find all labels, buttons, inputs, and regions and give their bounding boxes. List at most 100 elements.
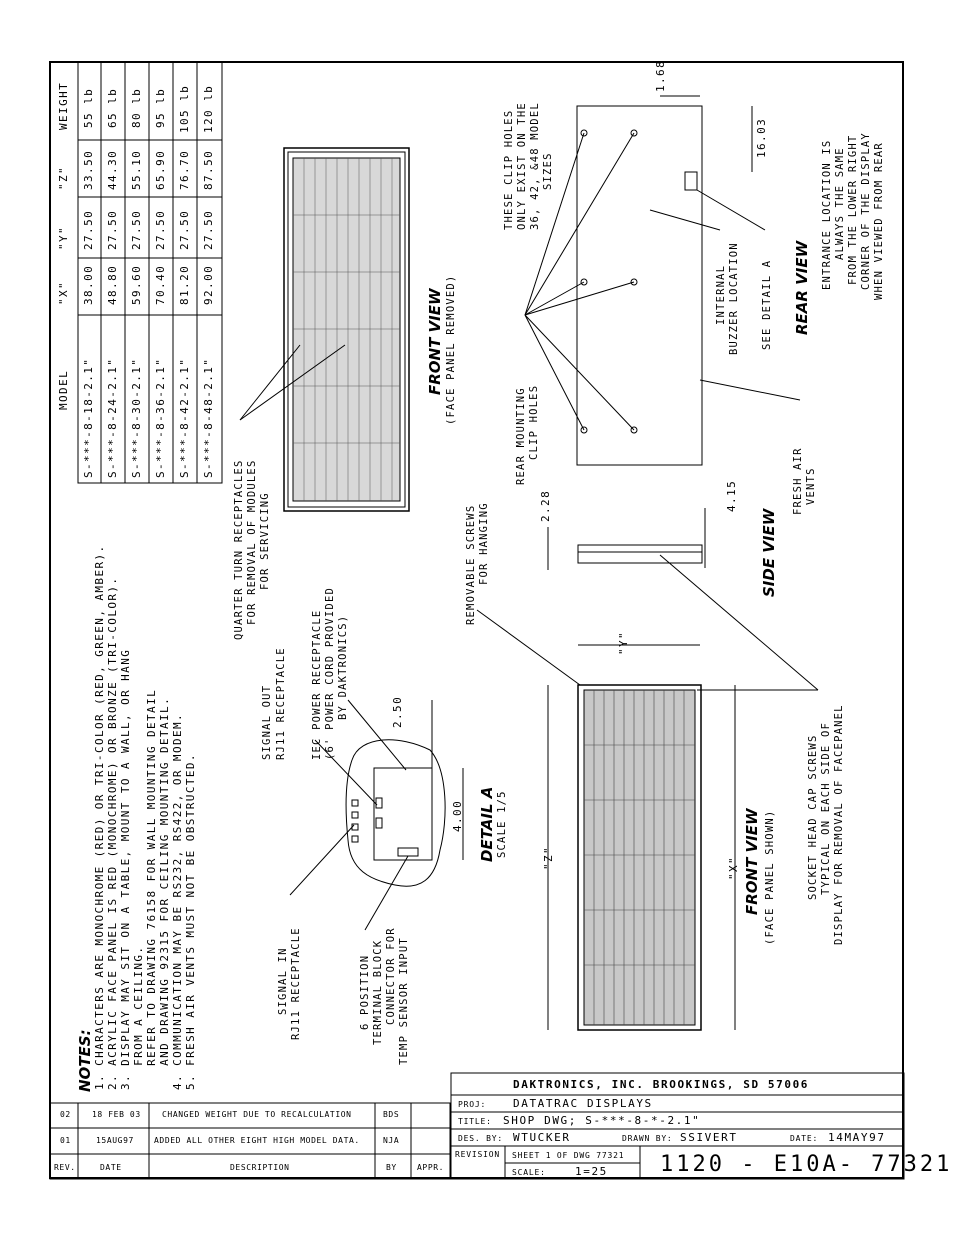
detail-a-outline xyxy=(345,739,446,887)
scale-value: 1=25 xyxy=(575,1165,608,1178)
table-cell: S-***-8-24-2.1" xyxy=(106,357,119,478)
detail-a-title: DETAIL A xyxy=(478,786,496,862)
front-removed-subtitle: (FACE PANEL REMOVED) xyxy=(445,274,457,425)
callout-signal-out: SIGNAL OUT xyxy=(261,684,273,760)
callout-iec-power: IEC POWER RECEPTACLE xyxy=(311,609,323,760)
table-cell: 95 lb xyxy=(154,87,167,128)
table-cell: S-***-8-36-2.1" xyxy=(154,357,167,478)
dim-z: "Z" xyxy=(542,845,555,870)
detail-a-scale: SCALE 1/5 xyxy=(496,790,508,858)
rev-header: REV. xyxy=(54,1163,76,1172)
callout-internal-buzzer: INTERNAL xyxy=(715,264,727,325)
side-view-outline xyxy=(577,544,703,564)
side-view-title: SIDE VIEW xyxy=(760,508,778,597)
table-cell: 27.50 xyxy=(130,209,143,250)
table-cell: 59.60 xyxy=(130,264,143,305)
front-view-shown-outline xyxy=(577,684,702,1031)
title-label: TITLE: xyxy=(458,1117,492,1126)
table-header-x: "X" xyxy=(57,280,70,305)
table-cell: 105 lb xyxy=(178,84,191,133)
table-cell: 27.50 xyxy=(202,209,215,250)
table-cell: 27.50 xyxy=(106,209,119,250)
table-cell: S-***-8-48-2.1" xyxy=(202,357,215,478)
note-line: 1. CHARACTERS ARE MONOCHROME (RED) OR TR… xyxy=(93,544,106,1090)
callout-rear-mounting: REAR MOUNTING xyxy=(515,387,527,485)
callout-clip-holes: THESE CLIP HOLES xyxy=(503,109,515,230)
table-cell: 65.90 xyxy=(154,149,167,190)
callout-quarter-turn: FOR REMOVAL OF MODULES xyxy=(246,459,258,625)
table-header-weight: WEIGHT xyxy=(57,81,70,130)
table-cell: 120 lb xyxy=(202,84,215,133)
callout-iec-power: BY DAKTRONICS) xyxy=(337,614,349,720)
table-cell: 48.80 xyxy=(106,264,119,305)
callout-entrance: CORNER OF THE DISPLAY xyxy=(860,132,872,290)
callout-terminal-block: TERMINAL BLOCK xyxy=(372,939,384,1045)
detail-a-box xyxy=(373,767,433,861)
table-cell: 65 lb xyxy=(106,87,119,128)
company-name: DAKTRONICS, INC. BROOKINGS, SD 57006 xyxy=(513,1078,810,1091)
front-view-removed-outline xyxy=(283,147,410,512)
table-cell: 92.00 xyxy=(202,264,215,305)
callout-signal-in: RJ11 RECEPTACLE xyxy=(290,927,302,1040)
proj-label: PROJ: xyxy=(458,1100,487,1109)
rev-description: CHANGED WEIGHT DUE TO RECALCULATION xyxy=(162,1110,352,1119)
dim-4-00: 4.00 xyxy=(451,799,464,832)
rev-header: APPR. xyxy=(417,1163,445,1172)
dim-1-68: 1.68 xyxy=(654,59,667,92)
table-cell: 27.50 xyxy=(178,209,191,250)
rev-date: 15AUG97 xyxy=(96,1136,134,1145)
callout-signal-out: RJ11 RECEPTACLE xyxy=(275,647,287,760)
callout-removable-screws: REMOVABLE SCREWS xyxy=(465,504,477,625)
table-cell: 70.40 xyxy=(154,264,167,305)
table-header-z: "Z" xyxy=(57,165,70,190)
proj-value: DATATRAC DISPLAYS xyxy=(513,1097,653,1110)
table-cell: S-***-8-30-2.1" xyxy=(130,357,143,478)
callout-socket-head: TYPICAL ON EACH SIDE OF xyxy=(820,722,832,895)
date-label: DATE: xyxy=(790,1134,819,1143)
sheet-value: SHEET 1 OF DWG 77321 xyxy=(512,1151,625,1160)
dim-y: "Y" xyxy=(617,630,630,655)
callout-removable-screws: FOR HANGING xyxy=(478,502,490,585)
callout-clip-holes: SIZES xyxy=(542,152,554,190)
callout-terminal-block: CONNECTOR FOR xyxy=(385,927,397,1025)
note-line: AND DRAWING 92315 FOR CEILING MOUNTING D… xyxy=(158,696,171,1090)
callout-quarter-turn: FOR SERVICING xyxy=(259,492,271,590)
rev-number: 01 xyxy=(60,1136,71,1145)
rev-number: 02 xyxy=(60,1110,71,1119)
des-value: WTUCKER xyxy=(513,1131,571,1144)
note-line: 3. DISPLAY MAY SIT ON A TABLE, MOUNT TO … xyxy=(119,648,132,1090)
callout-socket-head: SOCKET HEAD CAP SCREWS xyxy=(807,734,819,900)
front-shown-subtitle: (FACE PANEL SHOWN) xyxy=(764,809,776,945)
table-cell: 33.50 xyxy=(82,149,95,190)
callout-see-detail: SEE DETAIL A xyxy=(761,259,773,350)
table-cell: 81.20 xyxy=(178,264,191,305)
table-header-y: "Y" xyxy=(57,225,70,250)
des-label: DES. BY: xyxy=(458,1134,503,1143)
rev-date: 18 FEB 03 xyxy=(92,1110,141,1119)
rev-header: DATE xyxy=(100,1163,122,1172)
table-cell: 76.70 xyxy=(178,149,191,190)
callout-socket-head: DISPLAY FOR REMOVAL OF FACEPANEL xyxy=(833,704,845,945)
callout-entrance: ALWAYS THE SAME xyxy=(834,147,846,260)
dim-4-15: 4.15 xyxy=(725,479,738,512)
drawing-frame xyxy=(49,61,904,1179)
callout-clip-holes: 36, 42, &48 MODEL xyxy=(529,102,541,230)
notes-title: NOTES: xyxy=(76,1029,94,1092)
table-cell: S-***-8-18-2.1" xyxy=(82,357,95,478)
drawn-label: DRAWN BY: xyxy=(622,1134,673,1143)
callout-entrance: WHEN VIEWED FROM REAR xyxy=(873,142,885,300)
callout-fresh-air: FRESH AIR xyxy=(792,447,804,515)
callout-rear-mounting: CLIP HOLES xyxy=(528,384,540,460)
note-line: 4. COMMUNICATION MAY BE RS232, RS422, OR… xyxy=(171,712,184,1090)
revision-label: REVISION xyxy=(455,1150,500,1159)
table-cell: S-***-8-42-2.1" xyxy=(178,357,191,478)
model-table-grid xyxy=(77,61,223,484)
callout-entrance: ENTRANCE LOCATION IS xyxy=(821,139,833,290)
callout-fresh-air: VENTS xyxy=(805,467,817,505)
drawn-value: SSIVERT xyxy=(680,1131,738,1144)
callout-quarter-turn: QUARTER TURN RECEPTACLES xyxy=(233,459,245,640)
table-cell: 80 lb xyxy=(130,87,143,128)
dim-16-03: 16.03 xyxy=(755,117,768,158)
rear-view-title: REAR VIEW xyxy=(793,240,811,335)
